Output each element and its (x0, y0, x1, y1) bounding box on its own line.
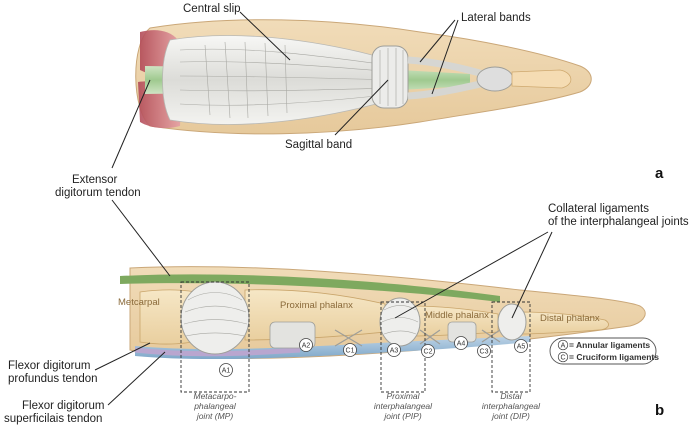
mp-joint-box (180, 281, 250, 393)
pulley-c3-band (481, 329, 501, 343)
label-pip-line1: Proximal (386, 391, 420, 401)
dip-joint-box (491, 301, 531, 393)
sagittal-band-a (371, 45, 409, 109)
leader-lateral-band-1 (419, 19, 456, 63)
leader-central-slip (239, 11, 291, 61)
label-middle-phalanx: Middle phalanx (425, 310, 489, 321)
pulley-c2-band (419, 329, 441, 345)
leader-extensor (111, 79, 151, 169)
extensor-hood-a (162, 35, 401, 125)
leader-extensor-b (111, 199, 171, 277)
label-pip-line3: joint (PIP) (383, 411, 421, 421)
fingertip-bone-a (511, 69, 572, 89)
label-proximal-phalanx: Proximal phalanx (280, 300, 353, 311)
label-distal-phalanx: Distal phalanx (540, 313, 600, 324)
label-flexor-profundus-line2: profundus tendon (8, 373, 98, 385)
panel-a-letter: a (655, 165, 664, 182)
label-extensor-line1: Extensor (72, 174, 118, 186)
label-mp-line3: joint (MP) (196, 411, 234, 421)
label-lateral-bands: Lateral bands (461, 12, 531, 24)
label-dip-line2: interphalangeal (482, 401, 541, 411)
leader-flexor-superficialis (107, 351, 166, 406)
pip-joint-box (380, 301, 426, 393)
pip-capsule-fibres (381, 305, 419, 335)
legend-annular-text: = Annular ligaments (569, 340, 650, 350)
leader-collateral-2 (511, 231, 553, 319)
pulley-c1-label: C1 (346, 348, 355, 355)
label-sagittal-band: Sagittal band (285, 139, 352, 151)
label-dip-line1: Distal (500, 391, 522, 401)
pulley-c2-marker: C2 (421, 344, 435, 358)
label-mp-line2: phalangeal (193, 401, 237, 411)
pulley-a3-label: A3 (390, 348, 399, 355)
pulley-c3-label: C3 (480, 349, 489, 356)
pulley-c1-band (334, 329, 363, 347)
pulley-a1-marker: A1 (219, 363, 233, 377)
label-extensor-line2: digitorum tendon (55, 187, 141, 199)
label-collateral-line2: of the interphalangeal joints (548, 216, 689, 228)
pulley-legend: A = Annular ligaments C = Cruciform liga… (549, 337, 659, 365)
sagittal-fibres-a (379, 48, 404, 106)
pulley-c2-label: C2 (424, 349, 433, 356)
label-mp-line1: Metacarpo- (194, 391, 237, 401)
mp-capsule-fibres (183, 292, 248, 337)
extensor-tendon-b (120, 274, 500, 302)
leader-lateral-band-2 (431, 19, 459, 95)
label-flexor-profundus-line1: Flexor digitorum (8, 360, 90, 372)
pulley-a4-marker: A4 (454, 336, 468, 350)
pulley-c1-marker: C1 (343, 343, 357, 357)
legend-cruciform-symbol: C (560, 354, 565, 361)
dip-joint-capsule (497, 303, 527, 341)
legend-annular-symbol: A (561, 342, 566, 349)
label-dip-line3: joint (DIP) (491, 411, 530, 421)
leader-collateral-1 (394, 231, 549, 319)
panel-b-illustration (120, 266, 646, 360)
pulley-a3-marker: A3 (387, 343, 401, 357)
pulley-a1-label: A1 (222, 368, 231, 375)
label-pip-line2: interphalangeal (374, 401, 433, 411)
terminal-tendon-a (476, 66, 514, 92)
pulley-a5-label: A5 (517, 344, 526, 351)
distal-phalanx-bone (519, 311, 609, 335)
label-flexor-superficialis-line1: Flexor digitorum (22, 400, 104, 412)
pulley-a2-marker: A2 (299, 338, 313, 352)
label-metacarpal: Metcarpal (118, 297, 160, 308)
leader-sagittal-band (334, 79, 389, 136)
legend-cruciform-text: = Cruciform ligaments (569, 352, 659, 362)
label-central-slip: Central slip (183, 3, 241, 15)
pulley-a2-label: A2 (302, 343, 311, 350)
hood-fibres-a (179, 41, 396, 119)
label-collateral-line1: Collateral ligaments (548, 203, 649, 215)
pulley-a5-marker: A5 (514, 339, 528, 353)
pulley-c3-marker: C3 (477, 344, 491, 358)
panel-b-letter: b (655, 402, 664, 419)
panel-a-illustration (135, 19, 592, 135)
label-flexor-superficialis-line2: superficilais tendon (4, 413, 102, 425)
pulley-a4-label: A4 (457, 341, 466, 348)
leader-flexor-profundus (94, 342, 151, 371)
